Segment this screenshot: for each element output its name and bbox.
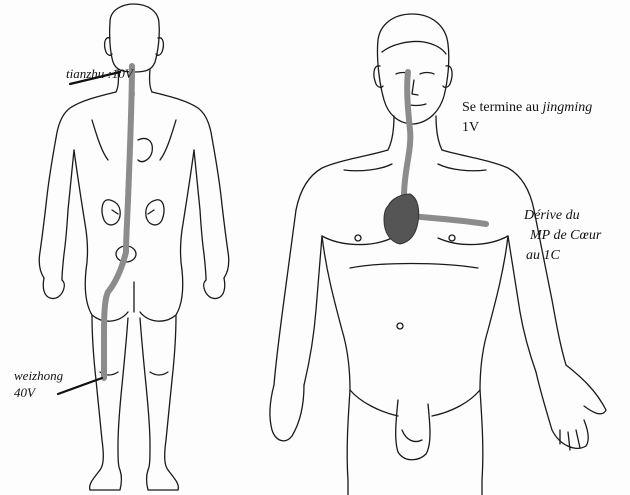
label-derive-line2: MP de Cœur bbox=[530, 228, 601, 244]
front-branch-path bbox=[410, 216, 486, 224]
label-derive-line1: Dérive du bbox=[524, 208, 580, 224]
heart-shape bbox=[384, 194, 419, 244]
label-end-point: jingming bbox=[542, 100, 592, 115]
leader-lines bbox=[58, 72, 120, 394]
front-meridian-path bbox=[404, 72, 410, 204]
label-derive-line3: au 1C bbox=[526, 248, 560, 264]
label-weizhong-name: weizhong bbox=[14, 368, 63, 384]
label-weizhong-code: 40V bbox=[14, 385, 35, 401]
weizhong-leader-line bbox=[58, 378, 102, 394]
label-end-prefix: Se termine au bbox=[462, 100, 542, 115]
label-end-text: Se termine au jingming bbox=[462, 100, 592, 116]
label-end-code: 1V bbox=[462, 120, 479, 136]
label-tianzhu: tianzhu :10V bbox=[66, 66, 133, 82]
